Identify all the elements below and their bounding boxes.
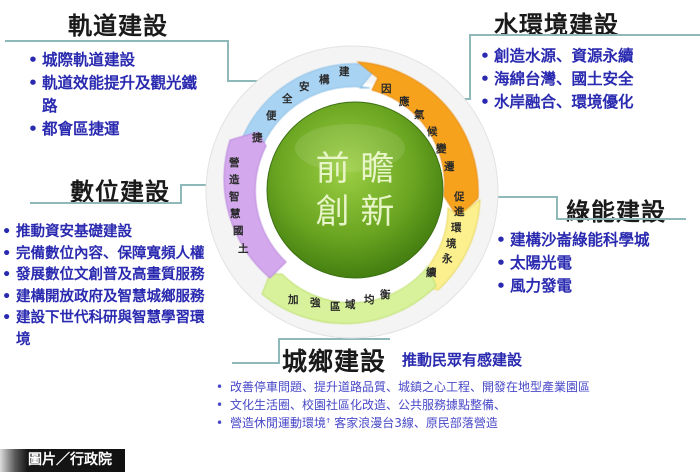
rail-connector [5, 40, 229, 82]
rail-item: 軌道效能提升及觀光鐵路 [26, 72, 201, 118]
ring-char: 進 [454, 205, 465, 218]
ring-char: 候 [427, 125, 438, 138]
ring-char: 境 [446, 237, 457, 250]
digital-item: 發展數位文創普及高畫質服務 [0, 265, 205, 287]
ring-char: 加 [287, 293, 299, 306]
ring-char: 國 [233, 225, 244, 237]
ring-char: 構 [319, 73, 330, 86]
urban-connector-2 [278, 338, 390, 364]
ring-segment-climate [356, 61, 479, 219]
rail-item: 城際軌道建設 [26, 49, 201, 72]
ring-char: 續 [426, 266, 437, 279]
ring-char: 智 [228, 190, 240, 203]
ring-char: 區 [330, 301, 341, 313]
digital-heading: 數位建設 [70, 178, 170, 206]
ring-char: 安 [299, 80, 310, 93]
ring-char: 衡 [380, 288, 391, 301]
digital-connector [30, 184, 182, 204]
ring-char: 應 [399, 95, 410, 108]
ring-segment-smart [223, 131, 287, 279]
image-credit: 圖片／行政院 [0, 449, 125, 472]
ring-char: 域 [345, 298, 356, 311]
rail-list: 城際軌道建設 軌道效能提升及觀光鐵路 都會區捷運 [26, 49, 201, 141]
urban-subtitle: 推動民眾有感建設 [402, 351, 523, 369]
digital-connector-tail [180, 184, 208, 186]
ring-char: 捷 [252, 131, 263, 144]
water-item: 海綿台灣、國土安全 [478, 68, 698, 91]
ring-segment-balance [261, 265, 437, 325]
ring-char: 遷 [444, 160, 455, 173]
ring-char: 土 [238, 242, 249, 255]
urban-heading: 城鄉建設 [282, 347, 387, 376]
digital-item: 完備數位內容、保障寬頻人權 [0, 244, 205, 266]
green-connector-2 [556, 196, 686, 220]
ring-char: 永 [441, 252, 453, 265]
urban-item: 營造休閒運動環境ꜛ 客家浪漫台3線、原民部落營造 [214, 414, 700, 432]
ring-char: 強 [310, 296, 321, 309]
ring-char: 促 [453, 190, 465, 203]
ring-char: 建 [338, 65, 350, 78]
urban-connector [232, 362, 278, 364]
green-item: 建構沙崙綠能科學城 [494, 229, 699, 252]
water-connector [469, 34, 700, 100]
ring-char: 便 [266, 109, 277, 122]
green-connector [486, 196, 556, 198]
urban-item: 改善停車問題、提升道路品質、城鎮之心工程、開發在地型產業園區 [214, 378, 700, 396]
ring-char: 變 [435, 142, 447, 155]
green-list: 建構沙崙綠能科學城 太陽光電 風力發電 [494, 229, 699, 298]
center-line-1: 前 瞻 [316, 149, 395, 189]
rail-connector-tail [227, 80, 267, 82]
ring-char: 因 [381, 83, 392, 95]
center-line-2: 創 新 [316, 192, 395, 232]
ring-char: 營 [229, 156, 240, 169]
green-heading: 綠能建設 [566, 198, 666, 226]
center-ball [266, 101, 444, 279]
ring-char: 造 [229, 173, 240, 186]
digital-item: 建構開放政府及智慧城鄉服務 [0, 287, 205, 309]
urban-item: 文化生活圈、校園社區化改造、公共服務據點整備、 [214, 396, 700, 414]
rail-item: 都會區捷運 [26, 118, 201, 141]
ring-char: 均 [364, 293, 375, 306]
green-item: 太陽光電 [494, 252, 699, 275]
digital-list: 推動資安基礎建設 完備數位內容、保障寬頻人權 發展數位文創普及高畫質服務 建構開… [0, 222, 205, 351]
water-list: 創造水源、資源永續 海綿台灣、國土安全 水岸融合、環境優化 [478, 45, 698, 114]
rail-heading: 軌道建設 [68, 12, 168, 40]
ring-diagram: 捷 便 全 安 構 建 因 應 氣 候 變 遷 促 進 環 境 永 續 加 強 … [205, 45, 499, 339]
ring-char: 環 [451, 222, 462, 234]
water-item: 創造水源、資源永續 [478, 45, 698, 68]
urban-list: 改善停車問題、提升道路品質、城鎮之心工程、開發在地型產業園區 文化生活圈、校園社… [214, 378, 700, 432]
digital-item: 推動資安基礎建設 [0, 222, 205, 244]
ring-char: 全 [281, 92, 293, 105]
digital-item: 建設下世代科研與智慧學習環境 [0, 308, 205, 351]
ring-char: 慧 [230, 207, 241, 220]
green-item: 風力發電 [494, 275, 699, 298]
ring-char: 氣 [414, 108, 425, 121]
water-item: 水岸融合、環境優化 [478, 91, 698, 114]
